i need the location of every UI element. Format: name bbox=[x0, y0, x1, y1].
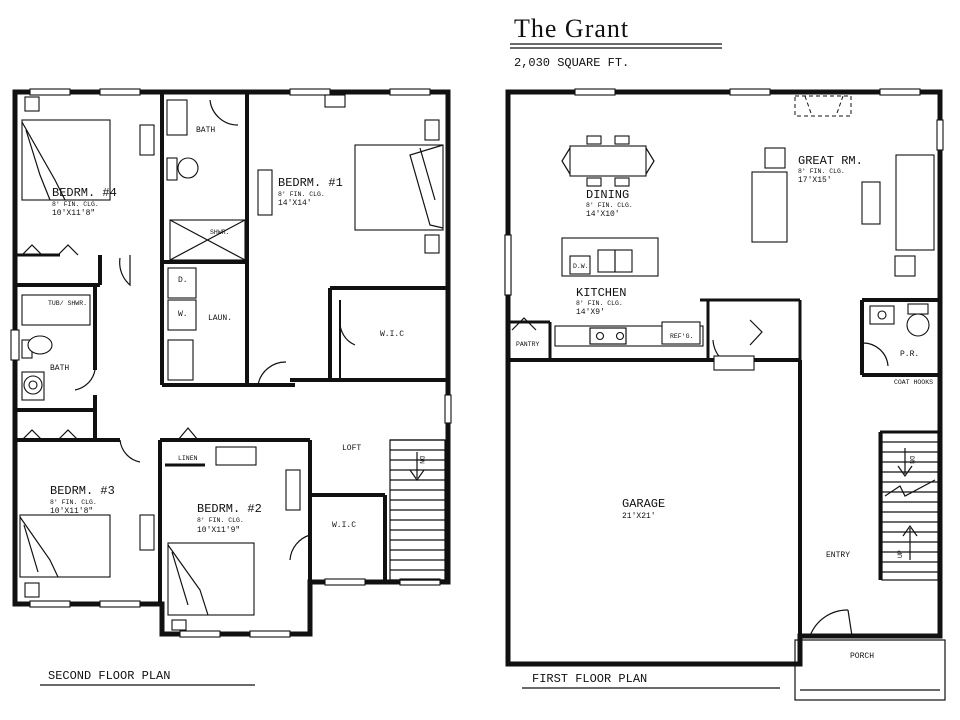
first-floor-caption: FIRST FLOOR PLAN bbox=[532, 672, 647, 686]
bed4-name: BEDRM. #4 bbox=[52, 186, 117, 200]
garage-size: 21'X21' bbox=[622, 512, 656, 521]
stair2-dn-label: DN bbox=[418, 456, 425, 464]
bed1-size: 14'X14' bbox=[278, 199, 312, 208]
wic1-label: W.I.C bbox=[380, 330, 404, 339]
first-floor-plan: DINING 8' FIN. CLG. 14'X10' GREAT RM. 8'… bbox=[504, 88, 946, 701]
dryer-label: D. bbox=[178, 276, 188, 285]
bed1-name: BEDRM. #1 bbox=[278, 176, 343, 190]
plan-title: The Grant bbox=[514, 14, 629, 43]
washer-label: W. bbox=[178, 310, 188, 319]
porch-label: PORCH bbox=[850, 652, 874, 661]
shower-label: SHWR. bbox=[210, 229, 230, 236]
hall-bath-label: BATH bbox=[50, 364, 69, 373]
bed2-ceiling: 8' FIN. CLG. bbox=[197, 517, 244, 524]
bed3-ceiling: 8' FIN. CLG. bbox=[50, 499, 97, 506]
garage-name: GARAGE bbox=[622, 497, 665, 511]
laundry-label: LAUN. bbox=[208, 314, 232, 323]
stair1-up-label: UP bbox=[897, 550, 904, 558]
bed1-ceiling: 8' FIN. CLG. bbox=[278, 191, 325, 198]
kitchen-name: KITCHEN bbox=[576, 286, 626, 300]
second-floor-caption: SECOND FLOOR PLAN bbox=[48, 669, 170, 683]
powder-room-label: P.R. bbox=[900, 350, 919, 359]
refrigerator-label: REF'G. bbox=[670, 333, 693, 340]
great-room-ceiling: 8' FIN. CLG. bbox=[798, 168, 845, 175]
bed2-name: BEDRM. #2 bbox=[197, 502, 262, 516]
master-bath-label: BATH bbox=[196, 126, 215, 135]
second-floor-plan: BEDRM. #4 8' FIN. CLG. 10'X11'8" BEDRM. … bbox=[10, 88, 452, 686]
great-room-size: 17'X15' bbox=[798, 176, 832, 185]
kitchen-ceiling: 8' FIN. CLG. bbox=[576, 300, 623, 307]
linen-label: LINEN bbox=[178, 455, 198, 462]
dishwasher-label: D.W. bbox=[573, 263, 589, 270]
stair1-dn-label: DN bbox=[908, 456, 915, 464]
great-room-name: GREAT RM. bbox=[798, 154, 863, 168]
kitchen-size: 14'X9' bbox=[576, 308, 605, 317]
bed2-size: 10'X11'9" bbox=[197, 526, 240, 535]
tub-label: TUB/ SHWR. bbox=[48, 300, 87, 307]
dining-size: 14'X10' bbox=[586, 210, 620, 219]
bed4-ceiling: 8' FIN. CLG. bbox=[52, 201, 99, 208]
dining-name: DINING bbox=[586, 188, 629, 202]
pantry-label: PANTRY bbox=[516, 341, 540, 348]
square-footage: 2,030 SQUARE FT. bbox=[514, 56, 629, 70]
bed3-size: 10'X11'8" bbox=[50, 507, 93, 516]
bed3-name: BEDRM. #3 bbox=[50, 484, 115, 498]
coat-hooks-label: COAT HOOKS bbox=[894, 379, 933, 386]
wic2-label: W.I.C bbox=[332, 521, 356, 530]
entry-label: ENTRY bbox=[826, 551, 850, 560]
loft-label: LOFT bbox=[342, 444, 361, 453]
bed4-size: 10'X11'8" bbox=[52, 209, 95, 218]
dining-ceiling: 8' FIN. CLG. bbox=[586, 202, 633, 209]
